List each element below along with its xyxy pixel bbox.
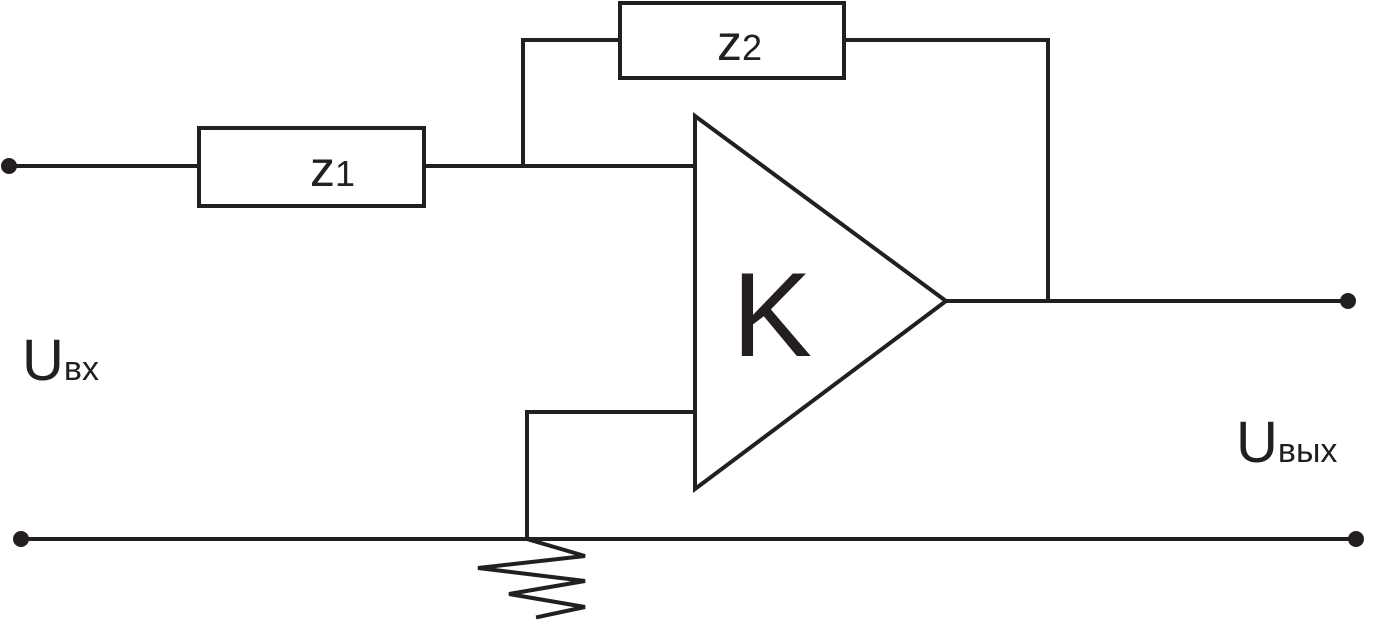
- output-terminal-bottom: [1348, 531, 1364, 547]
- amplifier-triangle: [693, 112, 950, 493]
- output-terminal-top: [1340, 293, 1356, 309]
- z2-impedance-box: [618, 1, 846, 80]
- ground-symbol: [477, 536, 586, 620]
- input-terminal-bottom: [13, 531, 29, 547]
- output-voltage-subscript: вых: [1278, 432, 1338, 470]
- feedback-wire-left: [521, 38, 622, 168]
- input-voltage-letter: U: [22, 328, 64, 393]
- noninverting-input-wire: [525, 410, 697, 541]
- output-voltage-letter: U: [1236, 410, 1278, 475]
- output-voltage-label: Uвых: [1236, 410, 1337, 475]
- feedback-wire-right: [842, 38, 1050, 303]
- z2-index: 2: [742, 27, 762, 68]
- z1-letter: z: [310, 141, 335, 197]
- input-voltage-label: Uвх: [22, 328, 99, 393]
- input-terminal-top: [1, 158, 17, 174]
- input-voltage-subscript: вх: [64, 350, 99, 388]
- z1-label: z1: [310, 141, 355, 197]
- z1-index: 1: [335, 153, 355, 194]
- z2-label: z2: [717, 15, 762, 71]
- amplifier-gain-label: K: [732, 248, 812, 382]
- z2-letter: z: [717, 15, 742, 71]
